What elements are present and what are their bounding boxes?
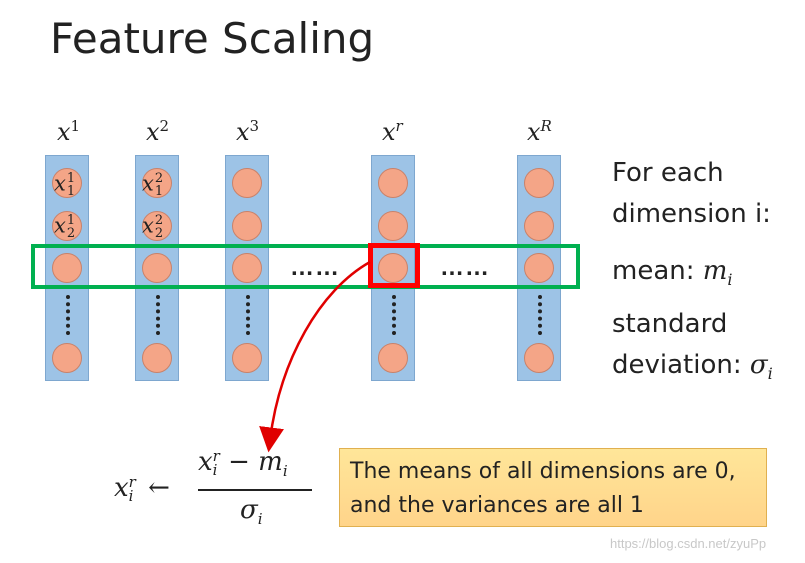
dimension-row-highlight [31,244,580,289]
vertical-ellipsis [538,295,542,335]
side-text-line2: dimension i: [612,199,771,229]
feature-dot [52,211,82,241]
column-label-2: x2 [146,117,170,146]
side-text-line1: For each [612,158,724,188]
feature-dot [524,168,554,198]
vertical-ellipsis [246,295,250,335]
feature-dot [232,343,262,373]
vertical-ellipsis [156,295,160,335]
note-line2: and the variances are all 1 [350,493,644,518]
feature-dot [524,343,554,373]
feature-dot [378,168,408,198]
feature-column-3 [225,155,269,381]
column-label-r: xr [382,117,403,146]
row-ellipsis-right: …… [440,254,490,281]
selected-element-highlight [368,243,420,288]
note-box: The means of all dimensions are 0, and t… [339,448,767,527]
feature-column-r [371,155,415,381]
column-label-R: xR [527,117,552,146]
std-label-line1: standard [612,309,728,339]
feature-dot [378,343,408,373]
note-line1: The means of all dimensions are 0, [350,459,736,484]
std-label-line2: deviation: σi [612,350,773,384]
feature-dot [142,253,172,283]
feature-dot [232,168,262,198]
feature-dot [232,253,262,283]
column-label-1: x1 [57,117,81,146]
column-label-3: x3 [236,117,260,146]
feature-dot [142,168,172,198]
feature-dot [142,211,172,241]
feature-column-R [517,155,561,381]
vertical-ellipsis [66,295,70,335]
feature-dot [378,253,408,283]
feature-column-2 [135,155,179,381]
feature-dot [52,168,82,198]
feature-column-1 [45,155,89,381]
feature-dot [378,211,408,241]
mean-label: mean: mi [612,256,733,290]
row-ellipsis-left: …… [290,254,340,281]
feature-dot [52,343,82,373]
feature-dot [52,253,82,283]
slide-title: Feature Scaling [50,14,375,63]
formula-denominator: σi [240,495,263,529]
watermark: https://blog.csdn.net/zyuPp [610,536,767,551]
fraction-bar [198,489,312,491]
feature-dot [142,343,172,373]
feature-dot [524,253,554,283]
feature-dot [232,211,262,241]
feature-dot [524,211,554,241]
vertical-ellipsis [392,295,396,335]
